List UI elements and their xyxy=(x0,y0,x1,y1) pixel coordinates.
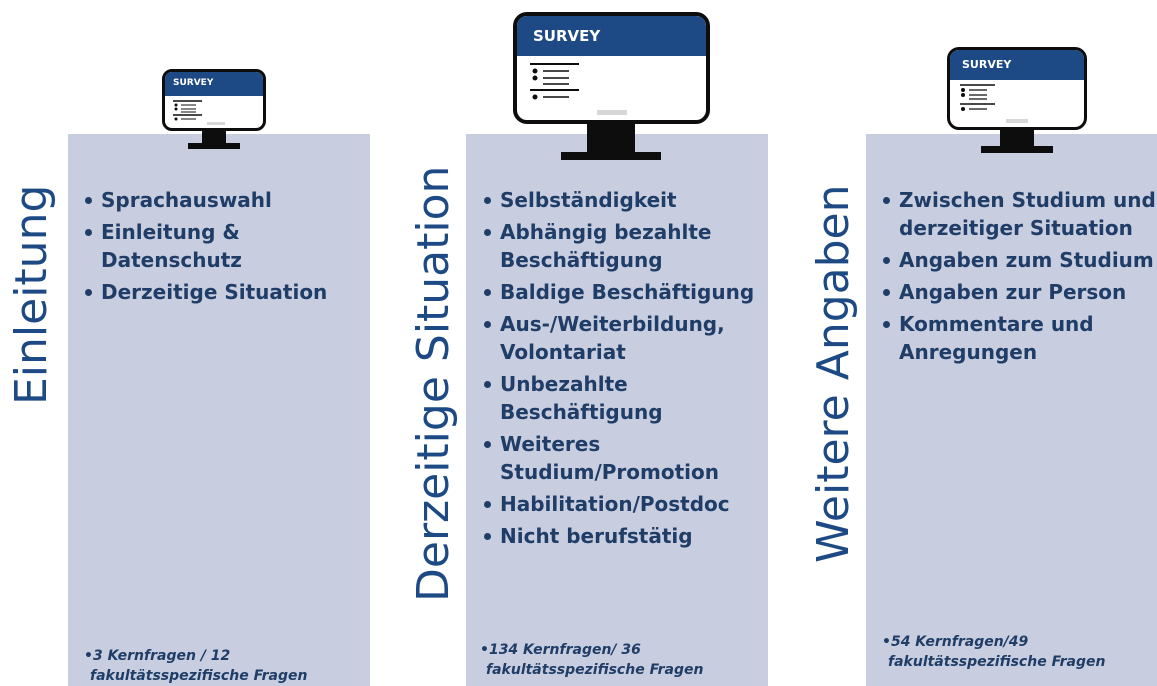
list-item: Abhängig bezahlte Beschäftigung xyxy=(484,218,720,274)
footnote-weitere-angaben: •54 Kernfragen/49 fakultätsspezifische F… xyxy=(882,632,1152,672)
list-item: Sprachauswahl xyxy=(85,186,365,214)
survey-monitor-icon: SURVEY xyxy=(947,47,1087,154)
list-item: Aus-/Weiterbildung, Volontariat xyxy=(484,310,740,366)
list-item: Kommentare und Anregungen xyxy=(883,310,1099,366)
monitor-neck xyxy=(1000,130,1034,146)
footnote-line: fakultätsspezifische Fragen xyxy=(486,662,704,678)
section-list-derzeitige-situation: Selbständigkeit Abhängig bezahlte Beschä… xyxy=(484,186,764,554)
monitor-screen: SURVEY xyxy=(947,47,1087,130)
list-item: Weiteres Studium/Promotion xyxy=(484,430,720,486)
list-item: Habilitation/Postdoc xyxy=(484,490,764,518)
section-panel-derzeitige-situation xyxy=(466,134,768,686)
footnote-line: •3 Kernfragen / 12 xyxy=(84,648,231,664)
monitor-base xyxy=(981,146,1053,153)
list-item: Angaben zum Studium xyxy=(883,246,1155,274)
monitor-chin xyxy=(597,110,627,115)
footnote-line: fakultätsspezifische Fragen xyxy=(888,654,1106,670)
section-title-einleitung: Einleitung xyxy=(6,184,57,405)
section-panel-einleitung xyxy=(68,134,370,686)
monitor-screen: SURVEY xyxy=(162,69,266,131)
survey-list-lines-icon xyxy=(173,100,202,121)
section-list-einleitung: Sprachauswahl Einleitung & Datenschutz D… xyxy=(85,186,365,310)
section-list-weitere-angaben: Zwischen Studium und derzeitiger Situati… xyxy=(883,186,1157,370)
survey-header-bar: SURVEY xyxy=(950,50,1084,80)
list-item: Derzeitige Situation xyxy=(85,278,365,306)
footnote-derzeitige-situation: •134 Kernfragen/ 36 fakultätsspezifische… xyxy=(480,640,760,680)
list-item: Selbständigkeit xyxy=(484,186,764,214)
footnote-line: •134 Kernfragen/ 36 xyxy=(480,642,641,658)
footnote-line1: 3 Kernfragen / 12 xyxy=(92,648,231,664)
footnote-line1: 54 Kernfragen/49 xyxy=(890,634,1029,650)
survey-list-lines-icon xyxy=(530,63,579,100)
monitor-base xyxy=(561,152,661,160)
survey-header-bar: SURVEY xyxy=(517,16,706,56)
survey-label: SURVEY xyxy=(533,27,601,45)
survey-monitor-icon: SURVEY xyxy=(513,12,710,162)
footnote-line: •54 Kernfragen/49 xyxy=(882,634,1029,650)
footnote-line: fakultätsspezifische Fragen xyxy=(90,668,308,684)
list-item: Zwischen Studium und derzeitiger Situati… xyxy=(883,186,1157,242)
survey-label: SURVEY xyxy=(173,78,214,88)
monitor-neck xyxy=(587,124,635,152)
survey-header-bar: SURVEY xyxy=(165,72,263,96)
footnote-line1: 134 Kernfragen/ 36 xyxy=(488,642,641,658)
section-panel-weitere-angaben xyxy=(866,134,1157,686)
section-title-derzeitige-situation: Derzeitige Situation xyxy=(408,165,459,602)
list-item: Nicht berufstätig xyxy=(484,522,764,550)
list-item: Baldige Beschäftigung xyxy=(484,278,764,306)
list-item: Unbezahlte Beschäftigung xyxy=(484,370,670,426)
list-item: Einleitung & Datenschutz xyxy=(85,218,251,274)
section-title-weitere-angaben: Weitere Angaben xyxy=(808,184,859,564)
survey-monitor-icon: SURVEY xyxy=(162,69,266,151)
monitor-screen: SURVEY xyxy=(513,12,710,124)
survey-label: SURVEY xyxy=(962,58,1012,71)
footnote-einleitung: •3 Kernfragen / 12 fakultätsspezifische … xyxy=(84,646,364,686)
monitor-chin xyxy=(207,122,225,125)
survey-list-lines-icon xyxy=(960,84,995,111)
monitor-neck xyxy=(202,131,226,143)
monitor-base xyxy=(188,143,240,149)
list-item: Angaben zur Person xyxy=(883,278,1155,306)
monitor-chin xyxy=(1006,119,1028,123)
